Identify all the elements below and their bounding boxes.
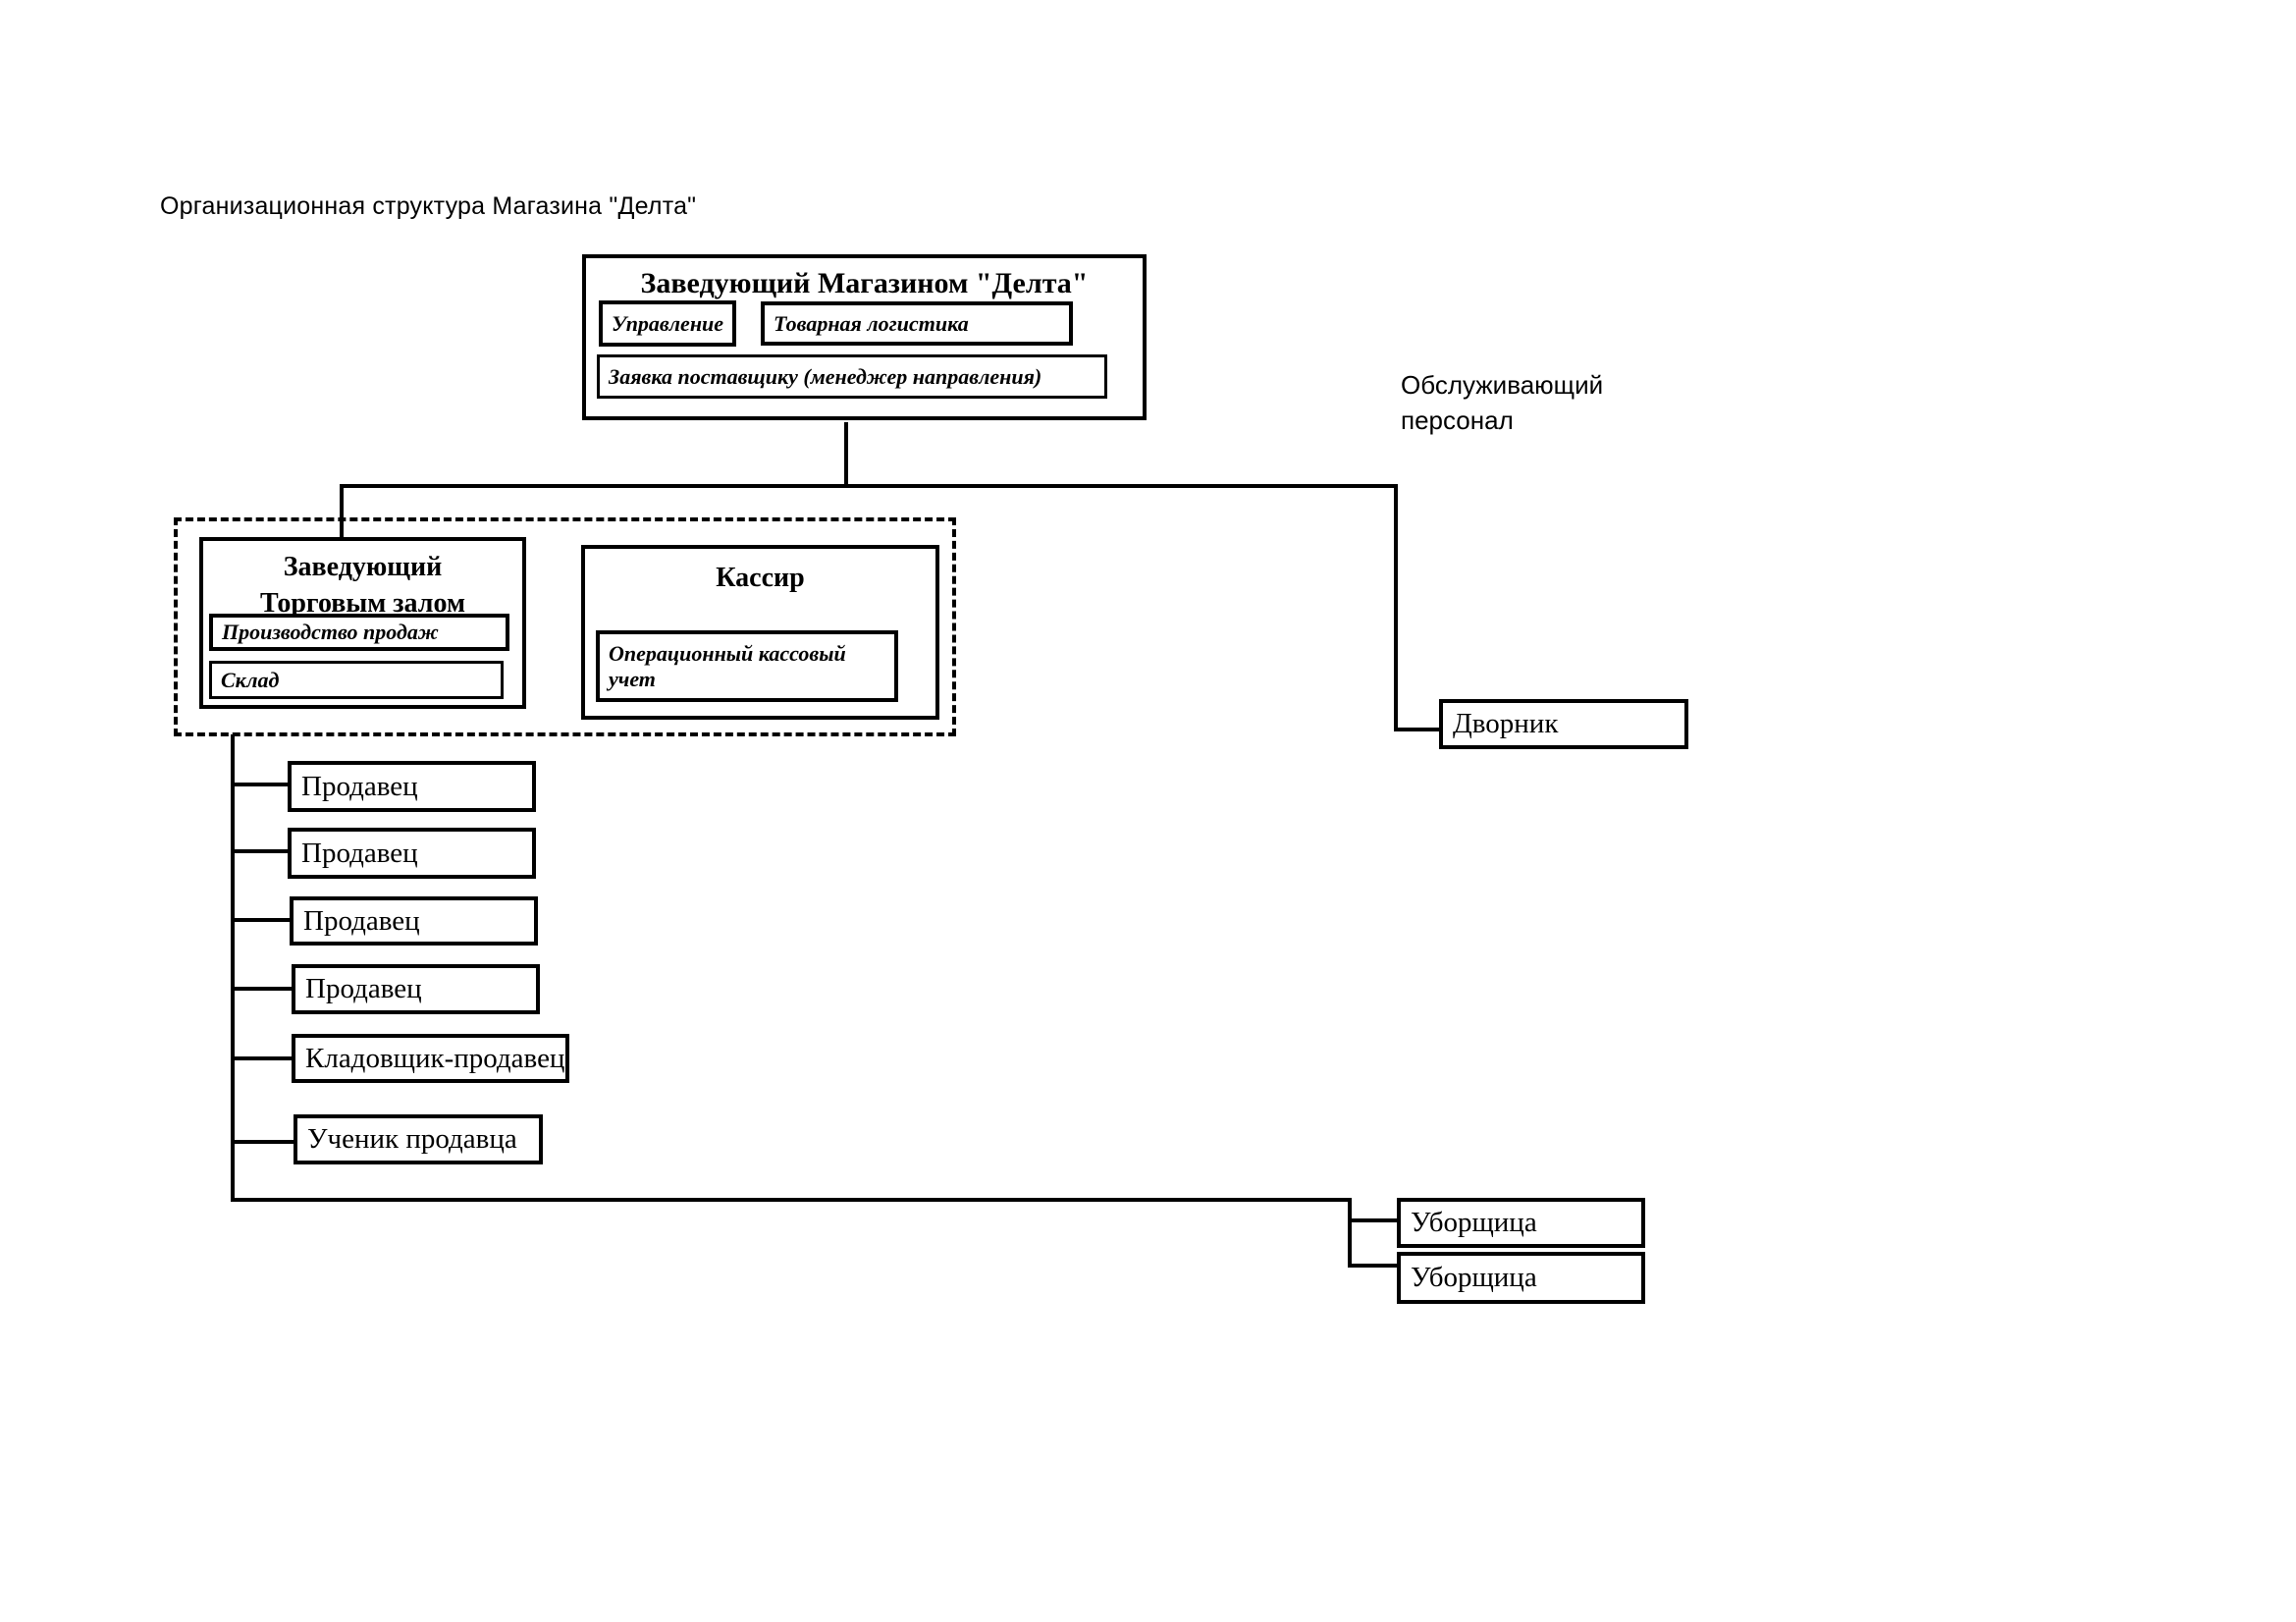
director-function-management: Управление [599, 300, 736, 347]
seller-box-1: Продавец [288, 761, 536, 812]
connector-bottom-rail [231, 1198, 1352, 1202]
seller-box-4: Продавец [292, 964, 540, 1014]
cleaner-box-1: Уборщица [1397, 1198, 1645, 1248]
connector-stub-seller-1 [231, 783, 290, 786]
connector-main-rail [340, 484, 1398, 488]
director-title: Заведующий Магазином "Делта" [640, 267, 1089, 299]
seller-box-3: Продавец [290, 896, 538, 946]
connector-stub-cleaner-2 [1348, 1264, 1399, 1268]
director-function-supplier-request: Заявка поставщику (менеджер направления) [597, 354, 1107, 399]
cashier-function-accounting: Операционный кассовый учет [596, 630, 898, 702]
kladovshchik-box: Кладовщик-продавец [292, 1034, 569, 1083]
connector-service-down [1394, 486, 1398, 731]
connector-stub-kladovshchik [231, 1056, 294, 1060]
cashier-title: Кассир [716, 563, 805, 593]
hall-manager-function-warehouse: Склад [209, 661, 504, 699]
connector-to-dvornik [1394, 728, 1443, 731]
connector-director-down [844, 422, 848, 486]
page-title: Организационная структура Магазина "Делт… [160, 192, 697, 220]
connector-stub-seller-2 [231, 849, 290, 853]
seller-box-2: Продавец [288, 828, 536, 879]
hall-manager-function-sales: Производство продаж [209, 614, 509, 651]
hall-manager-title-line2: Торговым залом [259, 588, 466, 619]
director-function-logistics: Товарная логистика [761, 301, 1073, 346]
hall-manager-title: Заведующий Торговым залом [203, 541, 522, 622]
dvornik-box: Дворник [1439, 699, 1688, 749]
uchenik-box: Ученик продавца [294, 1114, 543, 1164]
connector-stub-seller-3 [231, 918, 292, 922]
service-staff-label: Обслуживающий персонал [1401, 370, 1604, 435]
connector-stub-cleaner-1 [1348, 1218, 1399, 1222]
connector-to-hall-manager [340, 486, 344, 539]
connector-stub-uchenik [231, 1140, 295, 1144]
connector-stub-seller-4 [231, 987, 294, 991]
sales-group-dashed-box [174, 517, 956, 736]
cleaner-box-2: Уборщица [1397, 1252, 1645, 1304]
connector-leftcolumn-down [231, 734, 235, 1202]
hall-manager-title-line1: Заведующий [283, 552, 443, 582]
connector-cleaners-down [1348, 1198, 1352, 1268]
